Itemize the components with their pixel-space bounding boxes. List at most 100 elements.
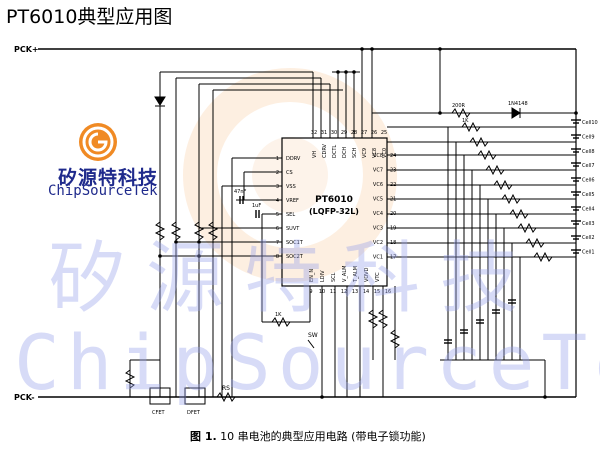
pin-number: 6 (276, 226, 279, 232)
pin-number: 26 (371, 130, 377, 136)
pin-name: VREF (286, 198, 299, 204)
pin-name: SCH (352, 147, 358, 158)
pin-number: 19 (390, 226, 396, 232)
cell-label: Cell6 (582, 178, 595, 184)
pin-name: SOC1T (286, 240, 304, 246)
cell-label: Cell8 (582, 149, 595, 155)
switch-symbol (307, 339, 315, 349)
pin-name: EN_N (309, 269, 315, 282)
pin-number: 17 (390, 255, 396, 261)
caption-text: 10 串电池的典型应用电路 (带电子锁功能) (220, 430, 426, 443)
pin-number: 1 (276, 156, 279, 162)
dfet-label: DFET (187, 410, 201, 416)
pin-number: 23 (390, 168, 396, 174)
pck-minus-label: PCK- (14, 393, 35, 402)
pin-number: 22 (390, 182, 396, 188)
cell-label: Cell1 (582, 250, 595, 256)
pin-number: 28 (351, 130, 357, 136)
pin-number: 29 (341, 130, 347, 136)
pin-number: 21 (390, 197, 396, 203)
pin-number: 8 (276, 254, 279, 260)
watermark-cn: 矽源特科技 (48, 234, 539, 324)
pin-number: 27 (361, 130, 367, 136)
pin-name: DCTL (332, 145, 338, 158)
pin-number: 16 (385, 289, 391, 295)
pin-name: SEL (286, 212, 295, 218)
pin-number: 3 (276, 184, 279, 190)
pin-name: SOC2T (286, 254, 304, 260)
pin-name: VC7 (373, 168, 383, 174)
pin-name: VC9 (362, 148, 368, 158)
c47-label: 47nF (234, 189, 247, 195)
brand-name-en: ChipSourceTek (48, 183, 158, 199)
pin-number: 4 (276, 198, 279, 204)
cell-label: Cell2 (582, 235, 595, 241)
pin-number: 12 (341, 289, 347, 295)
cell-label: Cell4 (582, 206, 595, 212)
pin-number: 15 (374, 289, 380, 295)
pin-name: CS (286, 170, 293, 176)
brand-name-cn: 矽源特科技 (58, 167, 159, 189)
pin-name: CDRV (322, 143, 328, 158)
pin-number: 13 (352, 289, 358, 295)
pin-number: 18 (390, 240, 396, 246)
cfet-label: CFET (152, 410, 166, 416)
pin-name: VC8 (373, 153, 383, 159)
pin-name: VC5 (373, 197, 383, 203)
pin-name: T_ALM (353, 266, 359, 283)
rs-label: RS (222, 385, 230, 392)
pin-number: 32 (311, 130, 317, 136)
pin-name: V_ALM (342, 266, 348, 282)
pin-name: VC4 (373, 211, 383, 217)
pin-name: VSS (286, 184, 296, 190)
cell-label: Cell3 (582, 221, 595, 227)
pin-name: VC6 (373, 182, 383, 188)
chip-package: (LQFP-32L) (309, 207, 359, 216)
pin-number: 5 (276, 212, 279, 218)
pin-name: SCL (331, 272, 337, 282)
pin-name: VC2 (373, 240, 383, 246)
pin-name: VC8 (372, 148, 378, 158)
cell-label: Cell5 (582, 192, 595, 198)
pin-name: SUVT (286, 226, 300, 232)
chip-name: PT6010 (315, 195, 353, 205)
cell-label: Cell7 (582, 163, 595, 169)
pin-name: VTC (375, 272, 381, 282)
caption-fig: 图 1. (190, 430, 217, 443)
pin-number: 24 (390, 153, 396, 159)
pin-name: VH (312, 151, 318, 158)
pin-number: 25 (381, 130, 387, 136)
pin-number: 10 (319, 289, 325, 295)
pin-name: VC1 (373, 255, 383, 261)
cell-label: Cell10 (582, 120, 598, 126)
figure-caption: 图 1. 10 串电池的典型应用电路 (带电子锁功能) (190, 428, 426, 444)
pin-number: 11 (330, 289, 336, 295)
sw-label: SW (308, 332, 318, 339)
r-series-label: 1K (462, 118, 469, 124)
pin-name: LDIV (320, 270, 326, 282)
dfet-symbol (184, 387, 206, 405)
pin-name: DDRV (286, 156, 301, 162)
watermark-en: ChipSourceTek (14, 318, 600, 407)
cell-label: Cell9 (582, 134, 595, 140)
pck-plus-label: PCK+ (14, 45, 39, 54)
pin-number: 30 (331, 130, 337, 136)
c1-label: 1uF (252, 203, 261, 209)
pin-number: 2 (276, 170, 279, 176)
r-top-label: 200R (452, 103, 466, 109)
r-bottom-label: 1K (275, 312, 282, 318)
diode-top-label: 1N4148 (508, 101, 528, 107)
pin-number: 20 (390, 211, 396, 217)
pin-name: VC0 (382, 148, 388, 158)
page-title: PT6010典型应用图 (6, 6, 173, 28)
pin-name: VOVD (364, 267, 370, 282)
cfet-symbol (149, 387, 171, 405)
brand-logo-icon (79, 123, 117, 161)
pin-name: VC3 (373, 226, 383, 232)
pin-number: 31 (321, 130, 327, 136)
pin-name: DCH (342, 147, 348, 158)
pin-number: 14 (363, 289, 369, 295)
pin-number: 9 (309, 289, 312, 295)
pin-number: 7 (276, 240, 279, 246)
